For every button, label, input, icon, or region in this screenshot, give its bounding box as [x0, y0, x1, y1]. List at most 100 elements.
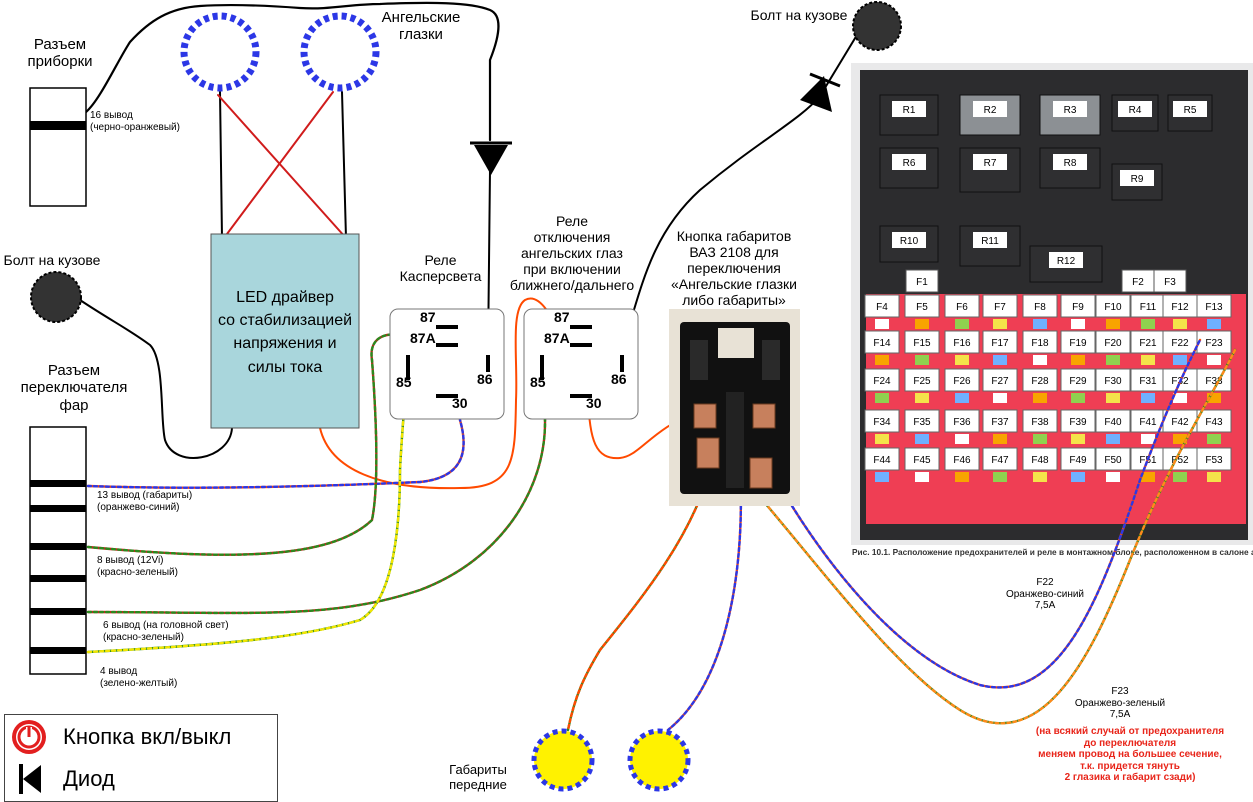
pin4-label: 4 вывод (зелено-желтый): [100, 666, 178, 689]
fuse-body: [1033, 319, 1047, 329]
fuse-label-F39: F39: [1069, 417, 1087, 428]
fuse-F1: [905, 269, 939, 293]
legend-power-button: Кнопка вкл/выкл: [11, 719, 231, 755]
fuse-body: [993, 472, 1007, 482]
fuse-body: [1106, 434, 1120, 444]
fuse-label-F12: F12: [1171, 302, 1189, 313]
fuse-body: [1207, 355, 1221, 365]
fuse-body: [993, 319, 1007, 329]
fuse-label-F18: F18: [1031, 338, 1049, 349]
fuse-body: [1173, 434, 1187, 444]
fuse-F3: [1153, 269, 1187, 293]
fuse-F36: [944, 409, 980, 433]
legend: Кнопка вкл/выкл Диод: [4, 714, 278, 802]
fuse-F40: [1095, 409, 1131, 433]
fuse-body: [875, 472, 889, 482]
legend-power-button-label: Кнопка вкл/выкл: [63, 724, 232, 749]
relay-kaspersvet: [389, 308, 505, 420]
diode-icon: [19, 764, 41, 794]
fuse-body: [875, 319, 889, 329]
relay2-pin30: 30: [586, 395, 602, 411]
fuse-label-F24: F24: [873, 376, 891, 387]
fuse-label-F10: F10: [1104, 302, 1122, 313]
fuse-body: [1071, 472, 1085, 482]
pin16-label: 16 вывод (черно-оранжевый): [90, 110, 180, 133]
fuse-F23: [1196, 330, 1232, 354]
fuse-F29: [1060, 368, 1096, 392]
relay-tag: [973, 101, 1007, 117]
relay2-pin85: 85: [530, 374, 546, 390]
fuse-F13: [1196, 294, 1232, 318]
relay-tag: [892, 232, 926, 248]
fuse-F14: [864, 330, 900, 354]
f23-note: (на всякий случай от предохранителя до п…: [1035, 726, 1225, 783]
fuse-label-F28: F28: [1031, 376, 1049, 387]
fuse-body: [1033, 472, 1047, 482]
fuse-body: [1207, 393, 1221, 403]
fuse-F6: [944, 294, 980, 318]
fuse-label-F40: F40: [1104, 417, 1122, 428]
angel-eye-left: [180, 12, 260, 92]
front-marker-left: [531, 728, 595, 792]
fuse-F27: [982, 368, 1018, 392]
fuse-label-F27: F27: [991, 376, 1009, 387]
fuse-body: [915, 319, 929, 329]
fuse-label-F38: F38: [1031, 417, 1049, 428]
fuse-F4: [864, 294, 900, 318]
relay-cutoff: [523, 308, 639, 420]
relay-tag: [1053, 154, 1087, 170]
relay1-pin87a: 87A: [410, 330, 436, 346]
fuse-F30: [1095, 368, 1131, 392]
fuse-label-F15: F15: [913, 338, 931, 349]
fuse-F49: [1060, 447, 1096, 471]
fuse-body: [1173, 319, 1187, 329]
fuse-F17: [982, 330, 1018, 354]
led-driver-label: LED драйвер со стабилизацией напряжения …: [217, 289, 353, 376]
relay2-pin86: 86: [611, 371, 627, 387]
body-bolt-left-label: Болт на кузове: [3, 252, 101, 268]
fuse-body: [955, 472, 969, 482]
fuse-F48: [1022, 447, 1058, 471]
fuse-body: [1141, 472, 1155, 482]
fuse-body: [1173, 355, 1187, 365]
fuse-label-F7: F7: [994, 302, 1006, 313]
fuse-label-F4: F4: [876, 302, 888, 313]
fuse-F45: [904, 447, 940, 471]
fuse-label-F47: F47: [991, 455, 1009, 466]
fuse-label-F3: F3: [1164, 277, 1176, 288]
fuse-F9: [1060, 294, 1096, 318]
fuse-F50: [1095, 447, 1131, 471]
fuse-F26: [944, 368, 980, 392]
relay-label-R5: R5: [1184, 105, 1197, 116]
fuse-body: [1173, 393, 1187, 403]
fuse-label-F20: F20: [1104, 338, 1122, 349]
fuse-label-F37: F37: [991, 417, 1009, 428]
fuse-F34: [864, 409, 900, 433]
fuse-F15: [904, 330, 940, 354]
fuse-label-F29: F29: [1069, 376, 1087, 387]
fuse-label-F52: F52: [1171, 455, 1189, 466]
fuse-label-F44: F44: [873, 455, 891, 466]
front-marker-right: [627, 728, 691, 792]
fuse-body: [1071, 319, 1085, 329]
fuse-F44: [864, 447, 900, 471]
fuse-F5: [904, 294, 940, 318]
fuse-label-F45: F45: [913, 455, 931, 466]
relay2-pin87a: 87A: [544, 330, 570, 346]
legend-diode-label: Диод: [63, 766, 115, 791]
relay-tag: [1173, 101, 1207, 117]
fuse-body: [1071, 434, 1085, 444]
fuse-label-F26: F26: [953, 376, 971, 387]
fuse-label-F42: F42: [1171, 417, 1189, 428]
relay1-pin87: 87: [420, 309, 436, 325]
vaz2108-button: [669, 309, 800, 506]
fuse-label-F34: F34: [873, 417, 891, 428]
fuse-label-F5: F5: [916, 302, 928, 313]
fuse-body: [1207, 472, 1221, 482]
relay-label-R8: R8: [1064, 158, 1077, 169]
fuse-label-F50: F50: [1104, 455, 1122, 466]
fuse-label-F36: F36: [953, 417, 971, 428]
fuse-body: [1071, 355, 1085, 365]
